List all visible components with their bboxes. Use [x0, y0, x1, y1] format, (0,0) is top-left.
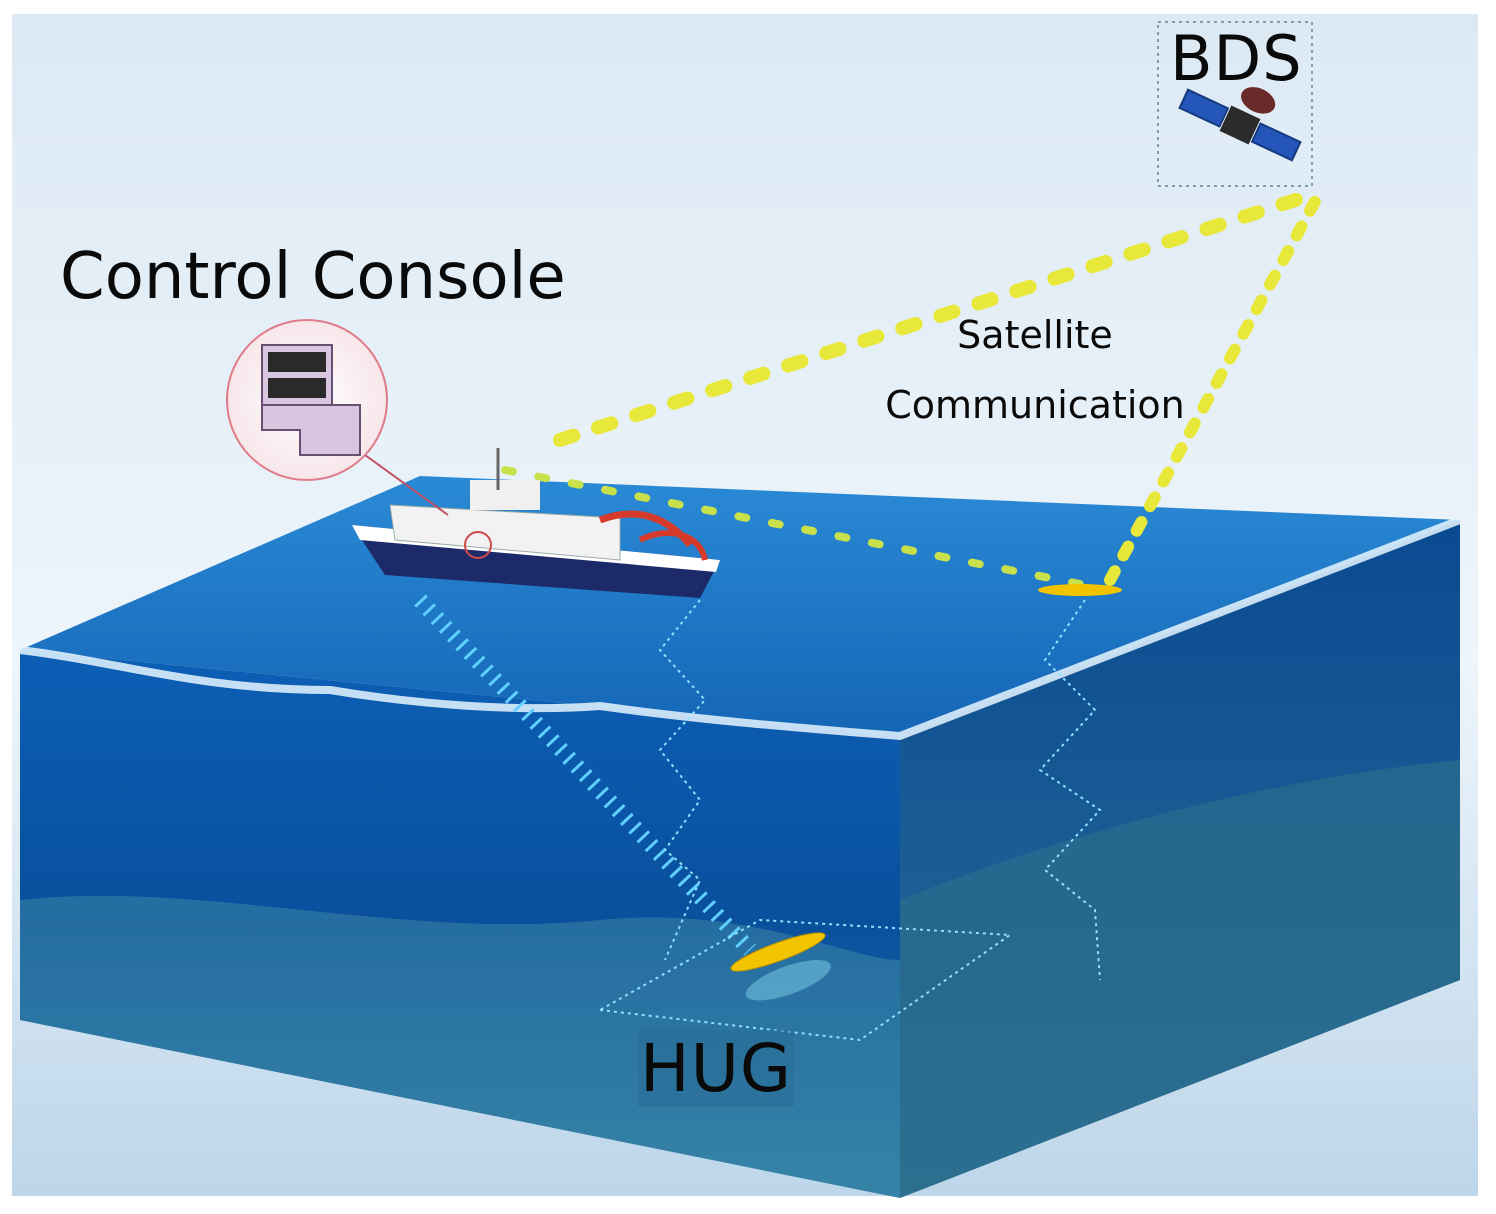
control-console-label: Control Console [60, 240, 566, 314]
satellite-communication-label: Satellite Communication [870, 300, 1200, 440]
satellite-icon [1178, 87, 1302, 162]
wave-foam [19, 516, 1462, 741]
satellite-label-line2: Communication [885, 383, 1185, 427]
glider-trajectory [596, 599, 1102, 1042]
hug-label: HUG [638, 1030, 795, 1107]
bds-label: BDS [1170, 22, 1303, 95]
bds-satellite-group [1157, 21, 1313, 187]
control-console-icon [226, 319, 449, 516]
ship-icon [352, 448, 720, 598]
acoustic-signal [414, 594, 756, 956]
satellite-signal-to-ship [553, 185, 1327, 447]
satellite-box [1157, 21, 1313, 187]
seabed-side [900, 760, 1460, 1198]
ship-to-glider-radio [501, 466, 1089, 589]
surface-glider-icon [1038, 584, 1122, 596]
satellite-label-line1: Satellite [957, 313, 1113, 357]
satellite-signal-to-glider [1104, 190, 1324, 586]
glider-icon [730, 932, 831, 1001]
seabed [20, 895, 900, 1198]
ocean-block [19, 476, 1462, 1198]
